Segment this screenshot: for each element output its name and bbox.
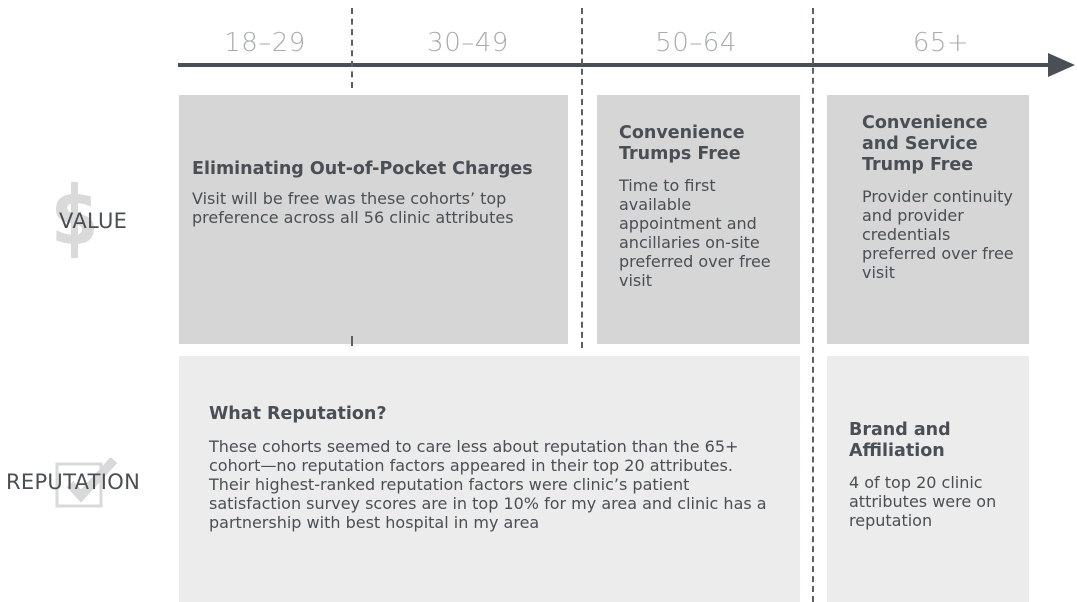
reputation-cell-18-64-title: What Reputation? [209, 404, 387, 424]
value-cell-65-plus-body: Provider continuity and provider credent… [862, 187, 1014, 282]
value-cell-65-plus-title: Convenience and Service Trump Free [862, 113, 988, 175]
divider-50-64-65-plus [812, 8, 814, 602]
dollar-sign-icon: S [50, 180, 100, 260]
age-group-50-64: 50–64 [655, 28, 737, 58]
age-group-18-29: 18–29 [224, 28, 306, 58]
timeline-axis [178, 63, 1058, 67]
divider-18-29-30-49-low [351, 336, 353, 346]
row-label-value: VALUE [59, 209, 128, 233]
divider-18-29-30-49 [351, 8, 353, 88]
reputation-cell-18-64-body: These cohorts seemed to care less about … [209, 437, 767, 532]
value-cell-65-plus: Convenience and Service Trump Free Provi… [827, 95, 1029, 344]
divider-30-49-50-64 [581, 8, 583, 348]
reputation-cell-65-plus-title: Brand and Affiliation [849, 420, 951, 461]
timeline-arrow-icon [1048, 53, 1075, 77]
value-cell-18-49-body: Visit will be free was these cohorts’ to… [192, 189, 514, 227]
value-cell-18-49-title: Eliminating Out-of-Pocket Charges [192, 159, 533, 179]
age-group-30-49: 30–49 [427, 28, 509, 58]
reputation-cell-65-plus-body: 4 of top 20 clinic attributes were on re… [849, 473, 997, 530]
checkbox-check-icon [54, 456, 122, 510]
row-label-reputation: REPUTATION [6, 470, 141, 494]
reputation-cell-18-64: What Reputation? These cohorts seemed to… [179, 356, 800, 602]
value-cell-50-64: Convenience Trumps Free Time to first av… [597, 95, 800, 344]
reputation-cell-65-plus: Brand and Affiliation 4 of top 20 clinic… [827, 356, 1029, 602]
svg-text:S: S [51, 182, 99, 259]
age-group-65-plus: 65+ [912, 28, 970, 58]
value-cell-18-49: Eliminating Out-of-Pocket Charges Visit … [179, 95, 568, 344]
value-cell-50-64-title: Convenience Trumps Free [619, 123, 745, 164]
value-cell-50-64-body: Time to first available appointment and … [619, 176, 771, 290]
